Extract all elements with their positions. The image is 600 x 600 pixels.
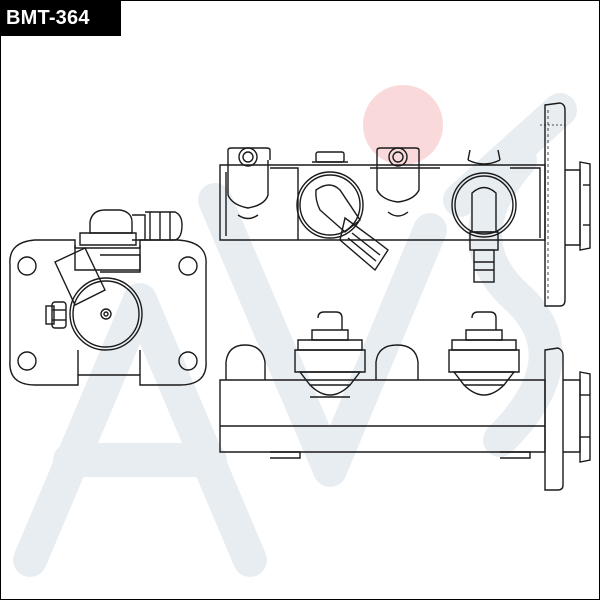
watermark-logo	[13, 93, 577, 577]
top-view	[219, 102, 591, 307]
reservoir-tower-left	[294, 311, 366, 398]
front-view	[9, 209, 207, 386]
watermark-dot	[363, 85, 443, 165]
part-number-label: BMT-364	[0, 0, 121, 36]
side-view	[219, 311, 591, 491]
reservoir-tower-right	[448, 311, 520, 396]
